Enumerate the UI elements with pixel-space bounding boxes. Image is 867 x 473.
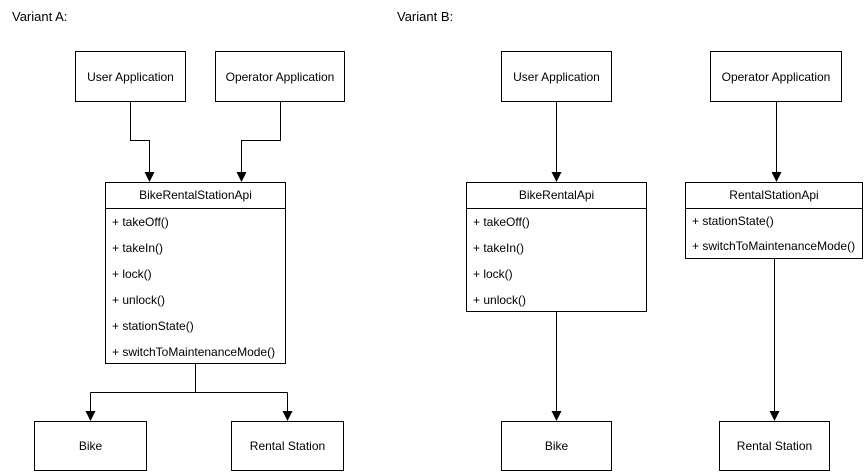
variant-b-label: Variant B:: [397, 9, 454, 24]
class-title-rental-station-api: RentalStationApi: [686, 183, 862, 209]
connector-a-api-split: [90, 364, 288, 393]
method-takein: + takeIn(): [473, 241, 525, 255]
node-a-user-application: User Application: [75, 51, 186, 102]
node-b-rental-station: Rental Station: [719, 421, 830, 471]
class-title-bike-rental-station-api: BikeRentalStationApi: [106, 183, 285, 209]
method-unlock: + unlock(): [473, 293, 527, 307]
node-b-operator-application: Operator Application: [710, 51, 842, 102]
class-node-bike-rental-station-api: BikeRentalStationApi + takeOff() + takeI…: [105, 182, 286, 364]
node-b-user-application: User Application: [501, 51, 612, 102]
method-takein: + takeIn(): [112, 241, 164, 255]
method-takeoff: + takeOff(): [112, 215, 169, 229]
method-lock: + lock(): [473, 267, 513, 281]
node-a-bike: Bike: [34, 421, 147, 471]
node-b-bike: Bike: [501, 421, 612, 471]
arrow-a-userapp-to-api: [130, 101, 155, 182]
class-title-bike-rental-api: BikeRentalApi: [467, 183, 646, 209]
method-switchtomaintenancemode: + switchToMaintenanceMode(): [692, 239, 856, 253]
method-switchtomaintenancemode: + switchToMaintenanceMode(): [112, 345, 276, 359]
class-node-bike-rental-api: BikeRentalApi + takeOff() + takeIn() + l…: [466, 182, 647, 312]
method-lock: + lock(): [112, 267, 152, 281]
node-a-rental-station: Rental Station: [231, 421, 344, 471]
method-stationstate: + stationState(): [112, 319, 194, 333]
method-stationstate: + stationState(): [692, 214, 774, 228]
arrow-a-operatorapp-to-api: [236, 101, 281, 182]
method-takeoff: + takeOff(): [473, 215, 530, 229]
class-node-rental-station-api: RentalStationApi + stationState() + swit…: [685, 182, 863, 259]
method-unlock: + unlock(): [112, 293, 166, 307]
node-a-operator-application: Operator Application: [215, 51, 345, 102]
variant-a-label: Variant A:: [12, 9, 68, 24]
